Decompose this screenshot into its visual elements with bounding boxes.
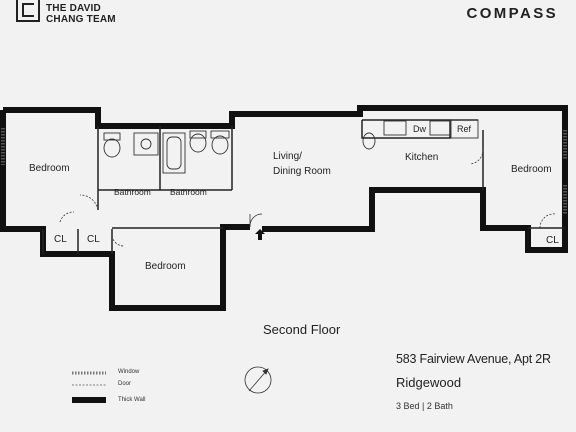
room-label-kitchen: Kitchen (405, 152, 438, 163)
legend-thick-wall-icon (72, 397, 106, 403)
windows (1, 128, 567, 215)
team-name-line1: THE DAVID (46, 3, 101, 14)
room-label-bathroom-2: Bathroom (170, 187, 207, 197)
listing-address: 583 Fairview Avenue, Apt 2R (396, 352, 551, 366)
fridge-outline (450, 119, 479, 139)
room-label-living-line2: Dining Room (273, 166, 331, 177)
outer-wall-top-right (3, 105, 568, 253)
floor-title: Second Floor (263, 322, 341, 337)
doors (59, 149, 557, 247)
room-label-closet-1: CL (54, 234, 67, 245)
room-label-bedroom-right: Bedroom (511, 164, 552, 175)
thick-walls (0, 105, 568, 311)
legend-door-label: Door (118, 381, 132, 387)
compass-icon (244, 366, 272, 394)
team-name: THE DAVID CHANG TEAM (46, 3, 116, 25)
legend-thick-wall-label: Thick Wall (118, 397, 146, 403)
room-label-bedroom-bottom: Bedroom (145, 261, 186, 272)
room-label-living-line1: Living/ (273, 151, 302, 162)
room-label-bathroom-1: Bathroom (114, 187, 151, 197)
brand-logo: COMPASS (466, 5, 558, 22)
listing-specs: 3 Bed | 2 Bath (396, 401, 453, 411)
room-label-bedroom-left: Bedroom (29, 163, 70, 174)
legend-window-label: Window (118, 369, 140, 375)
stove-icon (429, 120, 451, 136)
team-logo-icon (16, 0, 40, 22)
outer-wall-left-bottom (0, 110, 250, 311)
bathroom-fixtures (103, 120, 407, 174)
room-label-closet-2: CL (87, 234, 100, 245)
fixture-refrigerator: Ref (457, 124, 472, 134)
listing-neighborhood: Ridgewood (396, 375, 462, 390)
fixture-dishwasher: Dw (413, 124, 426, 134)
team-name-line2: CHANG TEAM (46, 14, 116, 25)
room-label-closet-3: CL (546, 235, 559, 246)
entry-arrow-icon (255, 229, 265, 240)
